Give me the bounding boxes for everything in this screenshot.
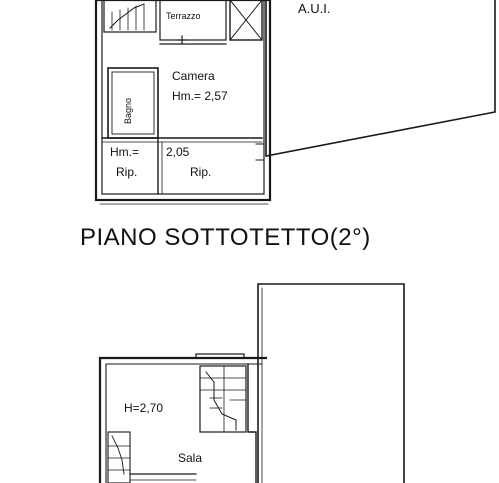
living-room-label: Sala [178, 451, 203, 465]
living-room-height-label: H=2,70 [124, 401, 164, 415]
terrace-label: Terrazzo [166, 11, 201, 21]
bathroom-label: Bagno [123, 97, 133, 124]
upper-floor-walls [94, 0, 496, 205]
bedroom-name-label: Camera [172, 69, 215, 83]
lower-floor-walls [98, 283, 405, 483]
bedroom-height-label: Hm.= 2,57 [172, 89, 228, 103]
floor-title: PIANO SOTTOTETTO(2°) [80, 224, 371, 251]
storage-left-label: Rip. [116, 165, 138, 179]
storage-right-label: Rip. [190, 165, 212, 179]
storage-height-label: Hm.= [110, 145, 140, 159]
aui-label: A.U.I. [298, 1, 331, 16]
storage-height-value: 2,05 [166, 145, 190, 159]
